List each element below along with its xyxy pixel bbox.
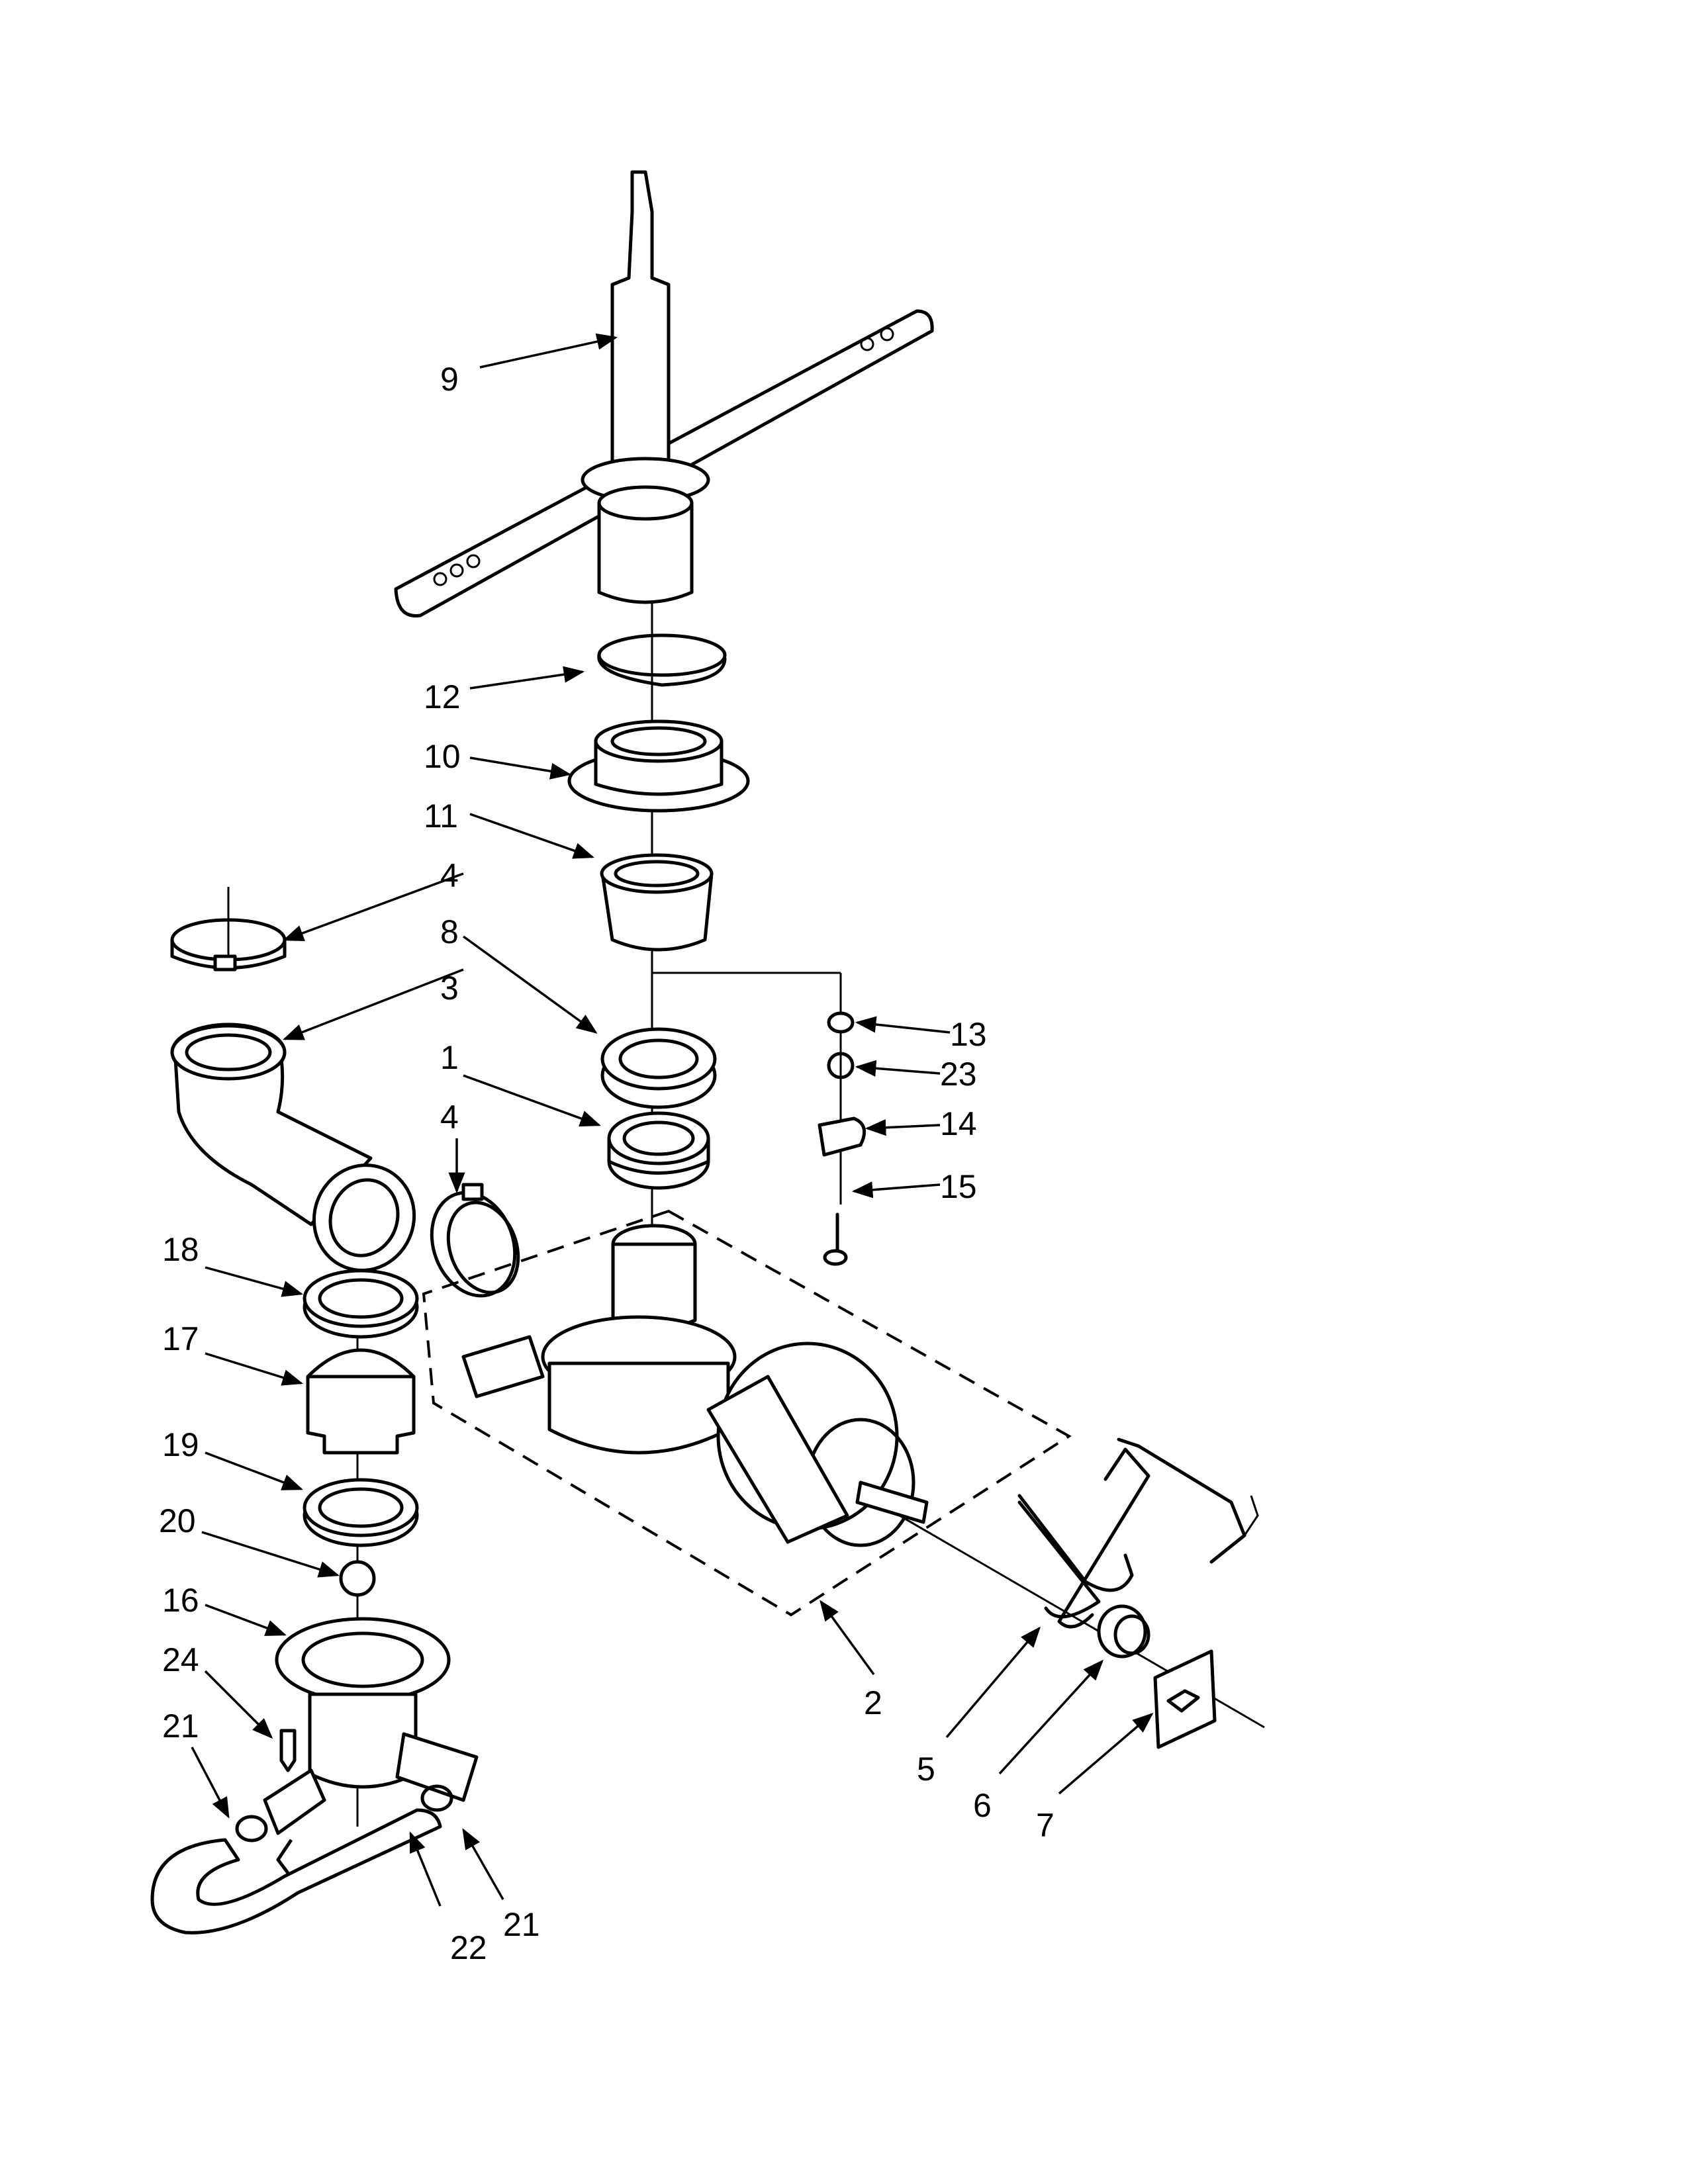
callout-5: 5 [917, 1751, 935, 1788]
callout-24: 24 [162, 1641, 199, 1678]
callout-6: 6 [973, 1787, 992, 1824]
callout-1: 1 [440, 1039, 459, 1076]
callout-leaders [191, 333, 1154, 1907]
wire-harness [1017, 1437, 1259, 1629]
callout-11: 11 [424, 797, 458, 835]
callout-7: 7 [1036, 1807, 1055, 1844]
callout-12: 12 [424, 678, 461, 715]
pump-motor-group [422, 1209, 1072, 1617]
callout-21-right: 21 [503, 1906, 540, 1943]
gasket [600, 1027, 717, 1109]
callout-4-lower: 4 [440, 1099, 459, 1136]
retaining-ring [597, 633, 727, 687]
grommet-and-plate [1097, 1604, 1217, 1749]
bearing-sleeve [600, 853, 714, 952]
callout-14: 14 [940, 1105, 977, 1142]
screw [279, 1729, 297, 1772]
callout-23: 23 [940, 1056, 977, 1093]
callout-15: 15 [940, 1168, 977, 1205]
callout-16: 16 [162, 1582, 199, 1619]
callout-21-left: 21 [162, 1707, 199, 1745]
hardware-stack [818, 1011, 867, 1266]
drain-hose-assembly [150, 1784, 453, 1934]
callout-3: 3 [440, 970, 459, 1007]
callout-9: 9 [440, 361, 459, 398]
callout-10: 10 [424, 738, 461, 775]
hose-clamp-lower [430, 1183, 520, 1298]
callout-labels: 9 12 10 11 4 8 3 1 4 13 23 14 15 18 17 1… [159, 361, 1055, 1966]
callout-19: 19 [162, 1426, 199, 1463]
callout-22: 22 [450, 1929, 487, 1966]
callout-2: 2 [864, 1684, 882, 1721]
filter-stack [263, 1269, 479, 1874]
callout-20: 20 [159, 1502, 196, 1539]
callout-17: 17 [162, 1320, 199, 1357]
callout-4-upper: 4 [440, 857, 459, 894]
seal [607, 1111, 710, 1190]
spray-arm-assembly [394, 170, 934, 617]
callout-18: 18 [162, 1231, 199, 1268]
callout-13: 13 [950, 1016, 987, 1053]
callout-8: 8 [440, 913, 459, 950]
manifold-support [567, 719, 750, 813]
elbow-hose [170, 1023, 416, 1272]
